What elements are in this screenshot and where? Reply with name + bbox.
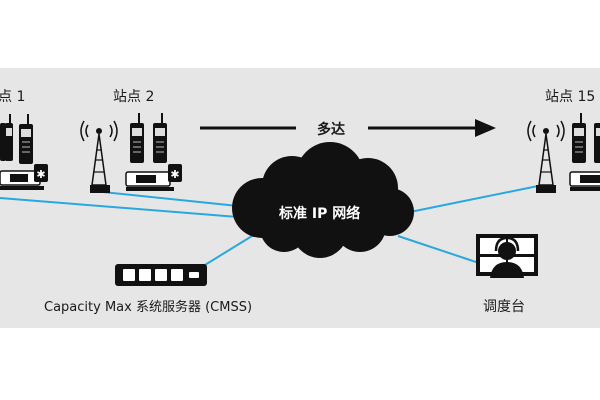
link-dispatch: [397, 235, 483, 265]
gear-icon: ✱: [168, 164, 182, 182]
arrow-head: [475, 119, 496, 137]
gear-icon: ✱: [34, 164, 48, 182]
site15-equipment: [527, 113, 600, 193]
antenna-tower-icon: [527, 120, 565, 193]
mobile-radio-icon: [125, 171, 174, 191]
antenna-tower-icon: [80, 120, 118, 193]
radio-icon: [130, 113, 144, 163]
server-icon: [115, 264, 207, 286]
arrow: [200, 119, 496, 137]
network-label: 标准 IP 网络: [279, 206, 361, 222]
site15-label: 站点 15: [545, 89, 596, 105]
radio-icon: [594, 123, 600, 163]
link-cmss: [199, 235, 253, 269]
site2-equipment: ✱: [80, 113, 182, 193]
radio-icon: [153, 113, 167, 163]
radio-icon: [572, 113, 586, 163]
site1-equipment: ✱: [0, 114, 48, 190]
dispatch-console-icon: [476, 234, 538, 278]
mobile-radio-icon: [569, 171, 600, 191]
radio-icon: [0, 114, 33, 164]
site1-label: 站点 1: [0, 89, 26, 105]
link-site2: [102, 191, 239, 207]
network-links: [0, 185, 539, 269]
svg-text:✱: ✱: [170, 168, 179, 181]
radio-icon: [5, 114, 13, 161]
site2-label: 站点 2: [113, 89, 155, 105]
svg-text:✱: ✱: [36, 168, 45, 181]
dispatch-label: 调度台: [483, 299, 525, 315]
cloud-icon: [232, 142, 414, 258]
cmss-label: Capacity Max 系统服务器 (CMSS): [44, 300, 253, 315]
link-site1: [0, 197, 239, 218]
dispatcher-head: [498, 242, 516, 260]
link-site15: [409, 185, 539, 213]
arrow-label: 多达: [317, 122, 345, 138]
